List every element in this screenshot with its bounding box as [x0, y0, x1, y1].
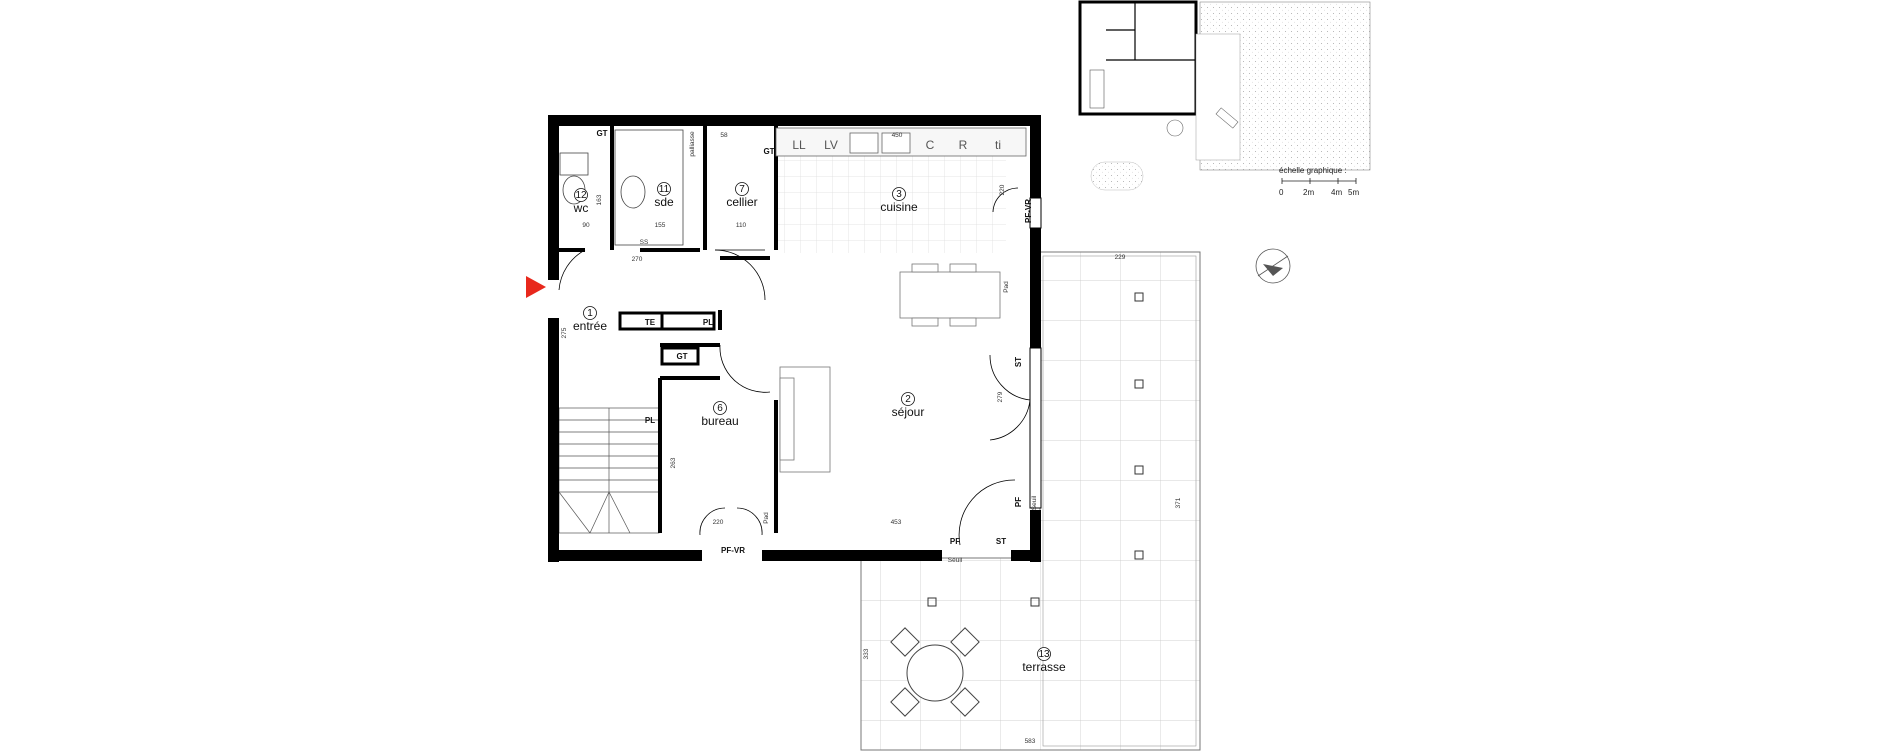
svg-text:palliasse: palliasse: [689, 131, 696, 157]
svg-text:sde: sde: [654, 195, 674, 209]
svg-text:0: 0: [1279, 188, 1284, 197]
svg-text:cuisine: cuisine: [880, 200, 918, 214]
dining-table: [899, 263, 1001, 327]
svg-text:279: 279: [997, 391, 1004, 402]
svg-text:PF-VR: PF-VR: [721, 546, 745, 555]
svg-text:SS: SS: [640, 239, 649, 246]
room-entree: 1 entrée: [573, 306, 607, 333]
room-wc: 12 wc: [573, 188, 589, 215]
shower: [614, 129, 684, 246]
room-cuisine: 3 cuisine: [880, 187, 918, 214]
north-arrow-icon: [1255, 248, 1291, 284]
room-terrasse: 13 terrasse: [1022, 647, 1066, 674]
svg-text:263: 263: [670, 457, 677, 468]
svg-text:12: 12: [575, 190, 587, 201]
svg-text:371: 371: [1175, 497, 1182, 508]
svg-text:220: 220: [713, 519, 724, 526]
svg-text:PL: PL: [703, 318, 713, 327]
svg-text:ST: ST: [996, 537, 1006, 546]
svg-text:Seuil: Seuil: [948, 557, 963, 564]
svg-text:2m: 2m: [1303, 188, 1314, 197]
svg-text:GT: GT: [596, 129, 607, 138]
svg-text:229: 229: [1115, 254, 1126, 261]
graphic-scale: échelle graphique : 0 2m 4m 5m: [1279, 166, 1359, 197]
svg-text:7: 7: [739, 184, 745, 195]
svg-text:333: 333: [863, 648, 870, 659]
dimensions: 270 90 155 110 58 450 229 220 453 583 33…: [561, 132, 1182, 745]
svg-text:R: R: [959, 138, 968, 152]
svg-text:450: 450: [892, 132, 903, 139]
svg-text:155: 155: [655, 222, 666, 229]
svg-text:90: 90: [582, 222, 590, 229]
svg-text:220: 220: [999, 184, 1006, 195]
svg-text:11: 11: [659, 184, 670, 195]
outer-walls: [548, 115, 1041, 562]
svg-text:453: 453: [891, 519, 902, 526]
svg-text:échelle graphique :: échelle graphique :: [1279, 166, 1347, 175]
windows: [1029, 197, 1042, 509]
entry-arrow-icon: [526, 276, 546, 298]
svg-text:PF-VR: PF-VR: [1024, 199, 1033, 223]
svg-text:4m: 4m: [1331, 188, 1342, 197]
kitchen-counter: [775, 127, 1027, 157]
svg-text:ti: ti: [995, 138, 1001, 152]
svg-text:13: 13: [1038, 649, 1050, 660]
svg-text:2: 2: [905, 394, 911, 405]
svg-text:PF: PF: [1014, 497, 1023, 507]
svg-text:LL: LL: [792, 138, 806, 152]
svg-text:LV: LV: [824, 138, 838, 152]
te-pl-unit: [618, 311, 716, 366]
svg-text:GT: GT: [763, 147, 774, 156]
svg-text:TE: TE: [645, 318, 656, 327]
svg-text:58: 58: [720, 132, 728, 139]
svg-text:cellier: cellier: [726, 195, 757, 209]
svg-text:6: 6: [717, 403, 723, 414]
staircase: [558, 407, 660, 534]
svg-text:terrasse: terrasse: [1022, 660, 1066, 674]
svg-text:3: 3: [896, 189, 902, 200]
svg-text:C: C: [926, 138, 935, 152]
terrace: [860, 251, 1201, 751]
room-bureau: 6 bureau: [701, 401, 739, 428]
svg-text:GT: GT: [676, 352, 687, 361]
locator-mini-map: [1078, 0, 1371, 191]
svg-text:275: 275: [561, 327, 568, 338]
svg-text:ST: ST: [1014, 357, 1023, 367]
svg-text:Pad: Pad: [763, 512, 770, 524]
svg-text:270: 270: [632, 256, 643, 263]
room-cellier: 7 cellier: [726, 182, 758, 209]
terrace-table-set: [890, 627, 980, 717]
svg-text:entrée: entrée: [573, 319, 607, 333]
svg-text:Seuil: Seuil: [1031, 495, 1038, 510]
svg-text:Pad: Pad: [1003, 281, 1010, 293]
svg-text:5m: 5m: [1348, 188, 1359, 197]
svg-text:séjour: séjour: [892, 405, 925, 419]
svg-text:wc: wc: [573, 201, 589, 215]
svg-text:110: 110: [736, 222, 747, 229]
terrace-posts: [927, 292, 1144, 607]
svg-text:583: 583: [1025, 738, 1036, 745]
svg-text:1: 1: [587, 308, 593, 319]
room-sde: 11 sde: [654, 182, 674, 209]
svg-text:163: 163: [596, 194, 603, 205]
doors: [558, 187, 1031, 546]
sofa: [779, 366, 831, 473]
abbreviations: GT GT GT TE PL PL LL LV C R ti PF-VR PF-…: [596, 129, 1038, 564]
room-sejour: 2 séjour: [892, 392, 925, 419]
svg-text:PF: PF: [950, 537, 960, 546]
svg-text:bureau: bureau: [701, 414, 738, 428]
svg-text:PL: PL: [645, 416, 655, 425]
